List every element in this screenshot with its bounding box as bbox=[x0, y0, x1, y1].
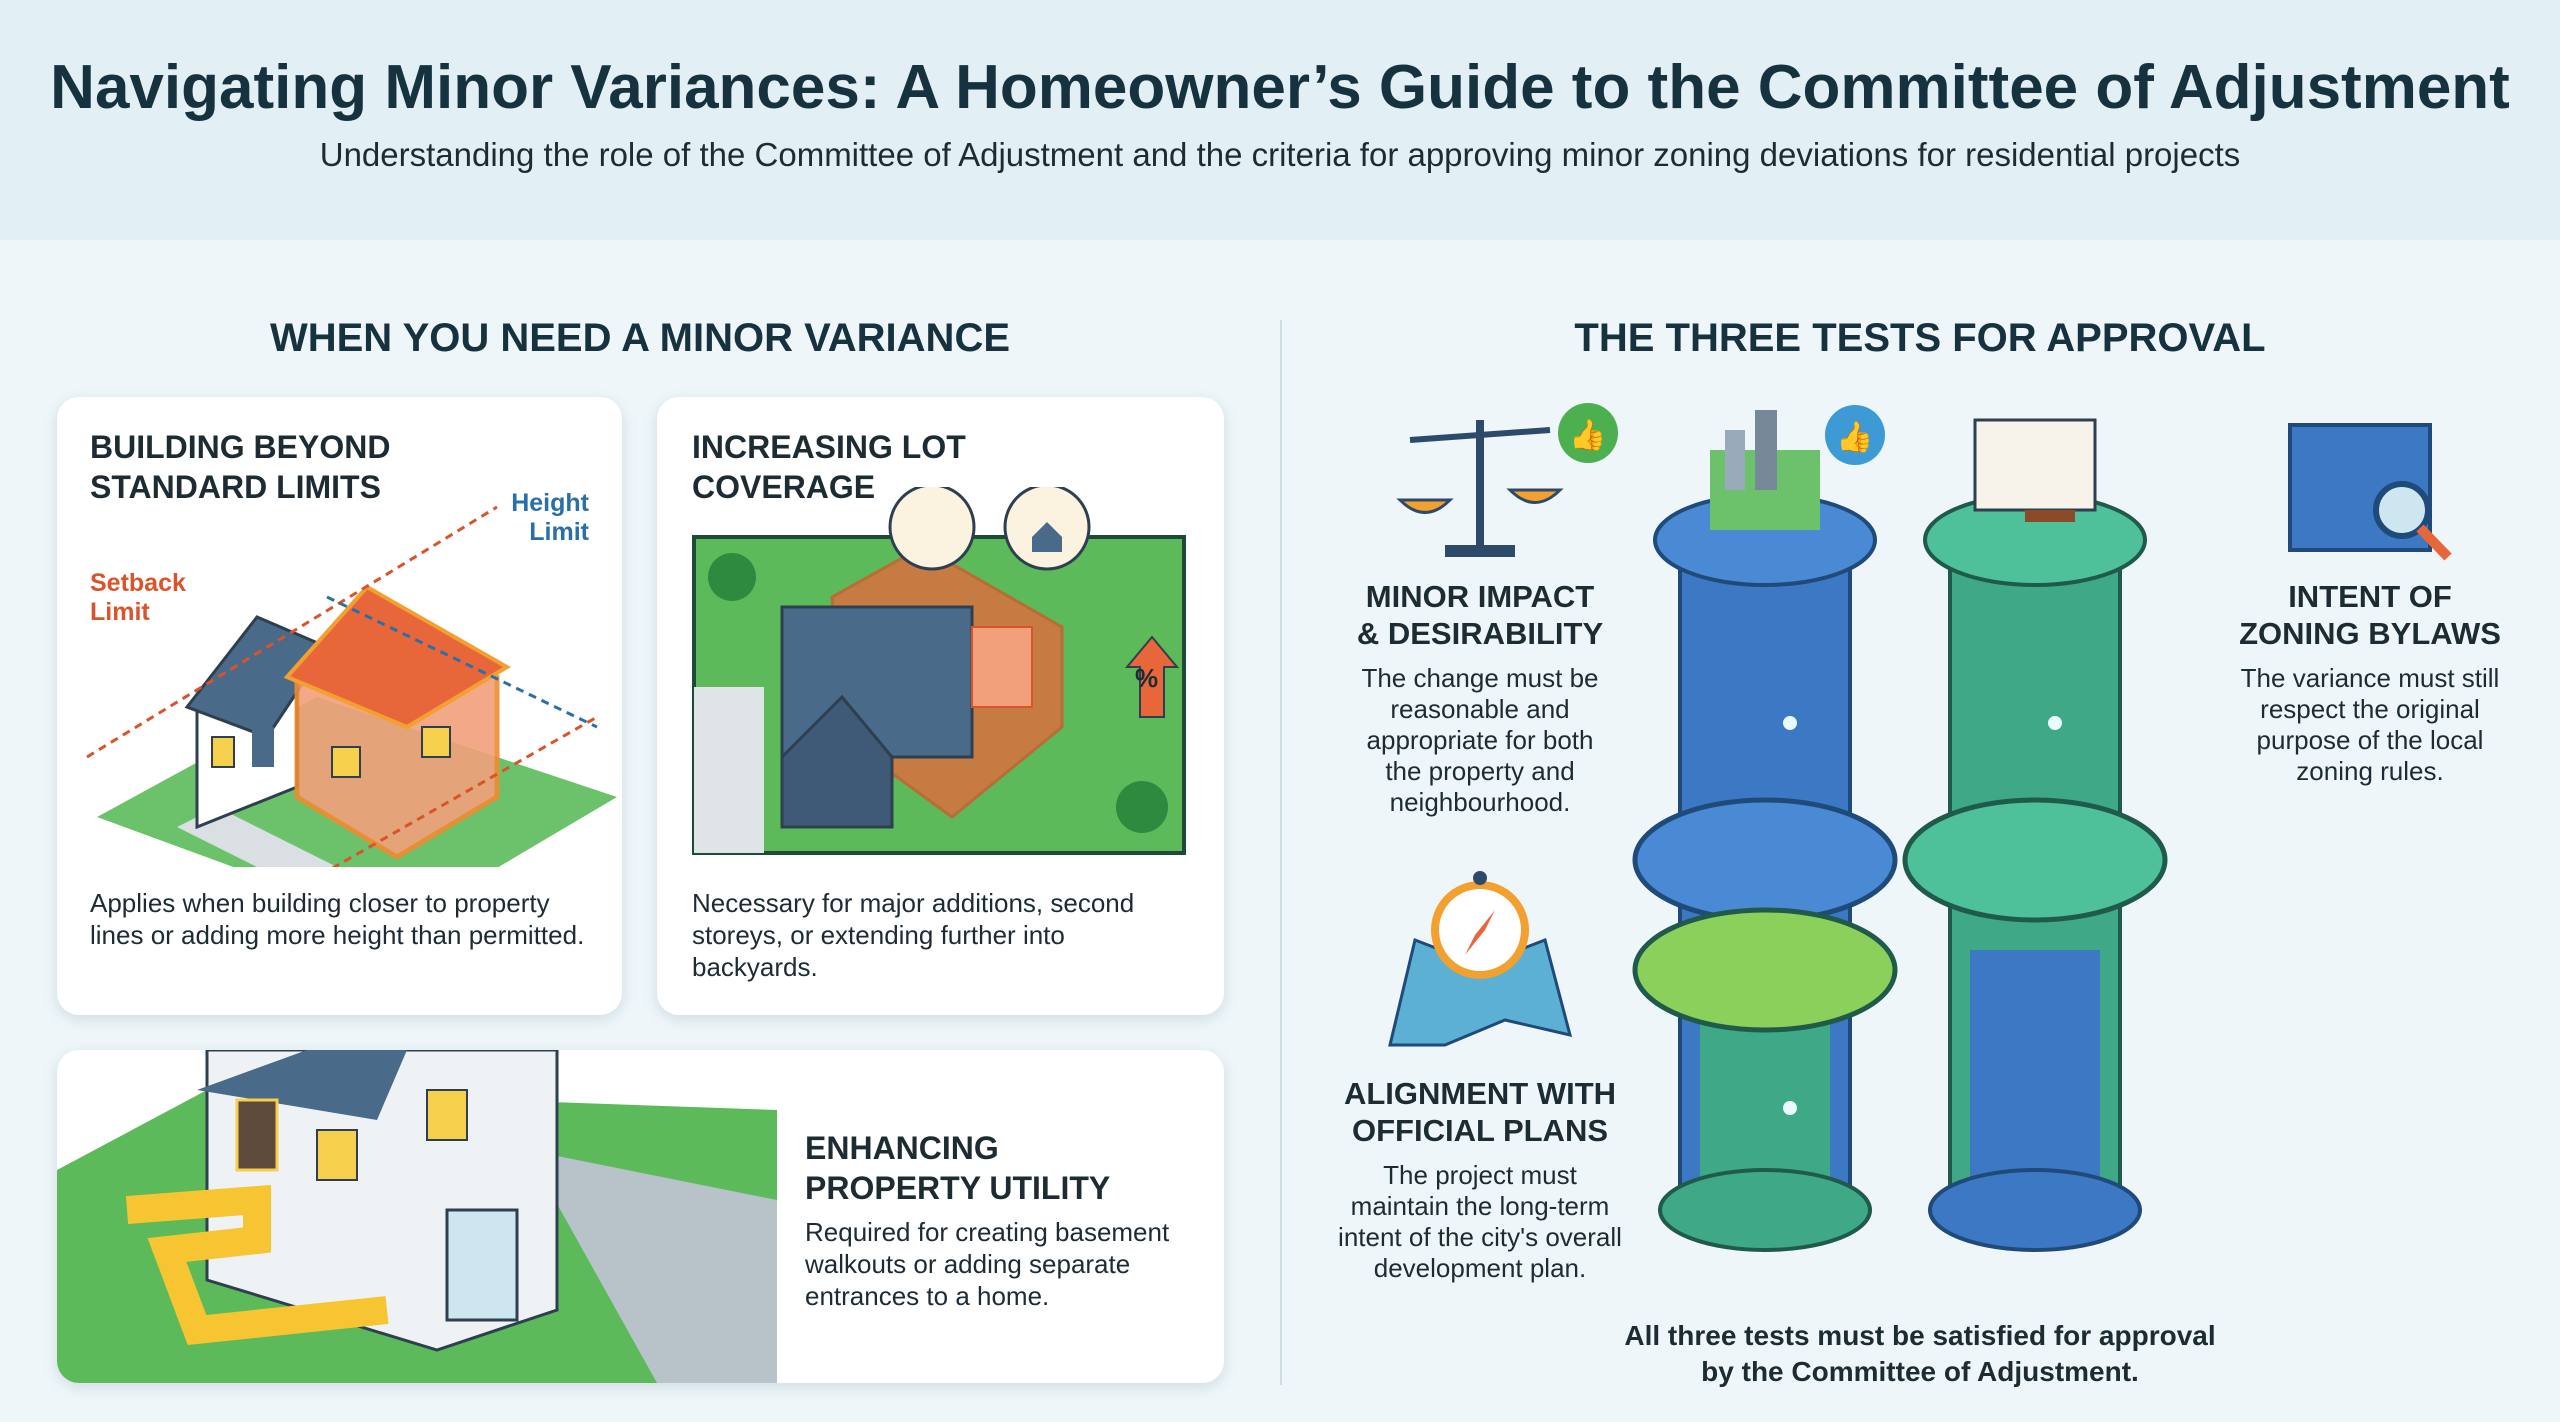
test-title-minor-impact: MINOR IMPACT& DESIRABILITY bbox=[1356, 579, 1604, 651]
left-section-heading: WHEN YOU NEED A MINOR VARIANCE bbox=[269, 316, 1011, 360]
card-description: Applies when building closer to property… bbox=[90, 888, 585, 950]
page-title: Navigating Minor Variances: A Homeowner’… bbox=[50, 53, 2510, 122]
zoning-blueprint-magnifier-icon bbox=[2288, 423, 2452, 561]
header-banner bbox=[0, 0, 2560, 240]
right-section-heading: THE THREE TESTS FOR APPROVAL bbox=[1574, 316, 2266, 360]
svg-text:👍: 👍 bbox=[1836, 419, 1873, 454]
svg-text:👍: 👍 bbox=[1569, 417, 1606, 452]
percent-badge: % bbox=[1135, 663, 1159, 693]
basement-walkout-illustration bbox=[57, 1050, 777, 1383]
page-subtitle: Understanding the role of the Committee … bbox=[319, 136, 2241, 173]
map-compass-icon bbox=[1388, 871, 1573, 1047]
pillars-and-gears-illustration: 👍 bbox=[1632, 405, 2168, 1252]
house-setback-illustration bbox=[86, 505, 617, 867]
lot-coverage-site-plan bbox=[692, 487, 1186, 855]
scales-of-justice-icon: 👍 bbox=[1396, 403, 1618, 557]
section-divider bbox=[1280, 320, 1282, 1385]
approval-footer-note: All three tests must be satisfied for ap… bbox=[1624, 1320, 2216, 1387]
